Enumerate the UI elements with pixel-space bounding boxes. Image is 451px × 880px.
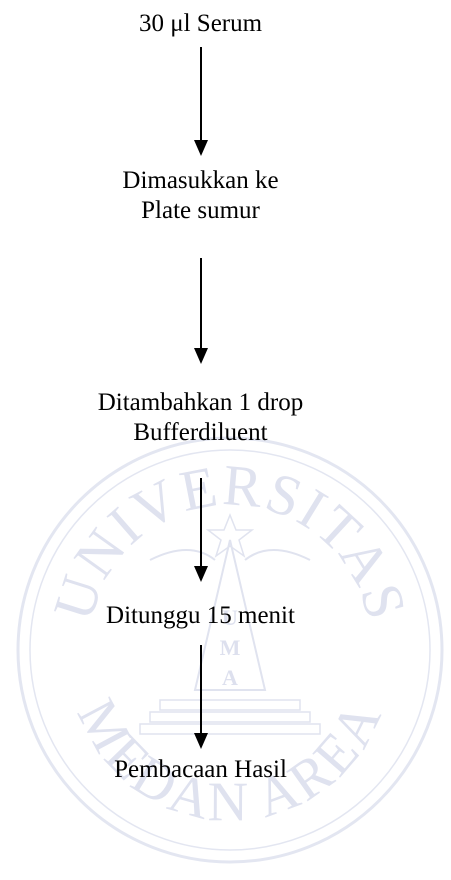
step-2-line-2: Plate sumur [141,197,260,224]
step-4-line-1: Ditunggu 15 menit [106,602,295,629]
step-3-line-2: Bufferdiluent [133,419,268,446]
step-3-buffer: Ditambahkan 1 drop Bufferdiluent [0,388,401,448]
arrow-4 [194,645,208,749]
arrow-2 [194,258,208,364]
arrow-1 [194,47,208,156]
watermark-letter-a: A [222,665,238,690]
step-1-line-1: 30 μl Serum [138,10,263,37]
step-2-line-1: Dimasukkan ke [122,167,279,194]
step-2-plate: Dimasukkan ke Plate sumur [0,166,401,226]
step-3-line-1: Ditambahkan 1 drop [97,389,304,416]
watermark-letter-m: M [220,635,241,660]
step-5-reading: Pembacaan Hasil [0,755,401,785]
step-4-wait: Ditunggu 15 menit [0,601,401,631]
step-1-serum: 30 μl Serum [0,9,401,39]
step-5-line-1: Pembacaan Hasil [114,756,287,783]
arrow-3 [194,478,208,582]
